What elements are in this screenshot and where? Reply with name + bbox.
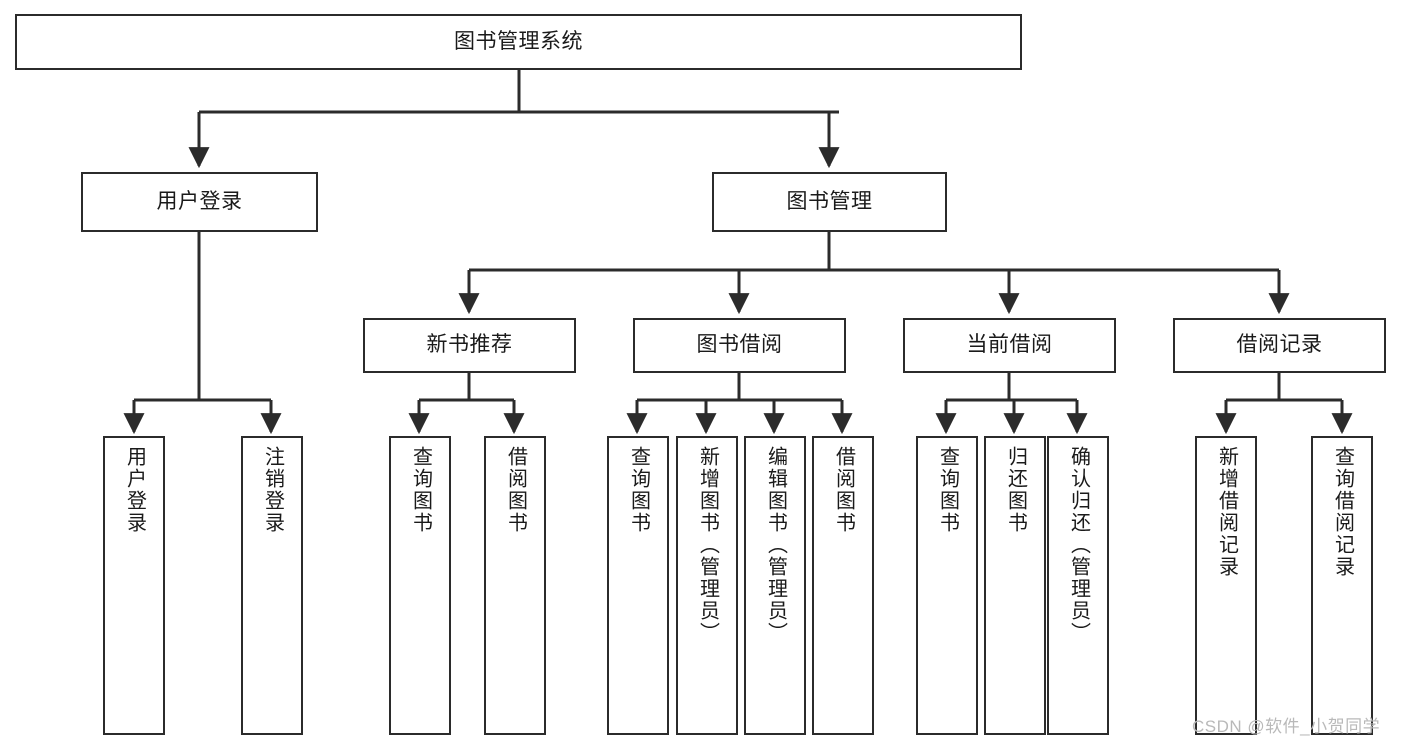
node-leaf-edit-book[interactable]: 编辑图书（管理员） <box>744 436 806 735</box>
node-leaf-borrow-book-1-label: 借阅图书 <box>504 446 527 534</box>
node-root-label: 图书管理系统 <box>454 29 583 53</box>
node-leaf-confirm-return-label: 确认归还（管理员） <box>1067 446 1090 644</box>
node-leaf-edit-book-label: 编辑图书（管理员） <box>764 446 787 644</box>
node-leaf-user-login-label: 用户登录 <box>123 446 146 534</box>
node-leaf-borrow-book-1[interactable]: 借阅图书 <box>484 436 546 735</box>
node-leaf-logout-login-label: 注销登录 <box>261 446 284 534</box>
node-leaf-confirm-return[interactable]: 确认归还（管理员） <box>1047 436 1109 735</box>
node-borrow-record-label: 借阅记录 <box>1236 333 1323 357</box>
node-root[interactable]: 图书管理系统 <box>15 14 1022 70</box>
node-leaf-query-borrow-record-label: 查询借阅记录 <box>1331 446 1354 578</box>
node-leaf-add-borrow-record[interactable]: 新增借阅记录 <box>1195 436 1257 735</box>
node-new-book-recommend-label: 新书推荐 <box>426 333 513 357</box>
node-user-login[interactable]: 用户登录 <box>81 172 318 232</box>
node-new-book-recommend[interactable]: 新书推荐 <box>363 318 576 373</box>
node-current-borrow[interactable]: 当前借阅 <box>903 318 1116 373</box>
node-leaf-return-book-label: 归还图书 <box>1004 446 1027 534</box>
node-leaf-add-book-label: 新增图书（管理员） <box>696 446 719 644</box>
node-current-borrow-label: 当前借阅 <box>966 333 1053 357</box>
node-leaf-add-book[interactable]: 新增图书（管理员） <box>676 436 738 735</box>
node-book-management-label: 图书管理 <box>786 189 873 213</box>
node-leaf-query-borrow-record[interactable]: 查询借阅记录 <box>1311 436 1373 735</box>
node-leaf-return-book[interactable]: 归还图书 <box>984 436 1046 735</box>
node-book-borrow-label: 图书借阅 <box>696 333 783 357</box>
node-leaf-borrow-book-2[interactable]: 借阅图书 <box>812 436 874 735</box>
node-user-login-label: 用户登录 <box>156 189 243 213</box>
node-leaf-logout-login[interactable]: 注销登录 <box>241 436 303 735</box>
node-leaf-query-book-1-label: 查询图书 <box>409 446 432 534</box>
node-leaf-add-borrow-record-label: 新增借阅记录 <box>1215 446 1238 578</box>
node-borrow-record[interactable]: 借阅记录 <box>1173 318 1386 373</box>
node-leaf-query-book-3[interactable]: 查询图书 <box>916 436 978 735</box>
node-leaf-query-book-2-label: 查询图书 <box>627 446 650 534</box>
node-leaf-user-login[interactable]: 用户登录 <box>103 436 165 735</box>
node-book-management[interactable]: 图书管理 <box>712 172 947 232</box>
csdn-watermark: CSDN @软件_小贺同学 <box>1192 717 1381 736</box>
node-leaf-borrow-book-2-label: 借阅图书 <box>832 446 855 534</box>
node-leaf-query-book-2[interactable]: 查询图书 <box>607 436 669 735</box>
node-book-borrow[interactable]: 图书借阅 <box>633 318 846 373</box>
node-leaf-query-book-3-label: 查询图书 <box>936 446 959 534</box>
node-leaf-query-book-1[interactable]: 查询图书 <box>389 436 451 735</box>
